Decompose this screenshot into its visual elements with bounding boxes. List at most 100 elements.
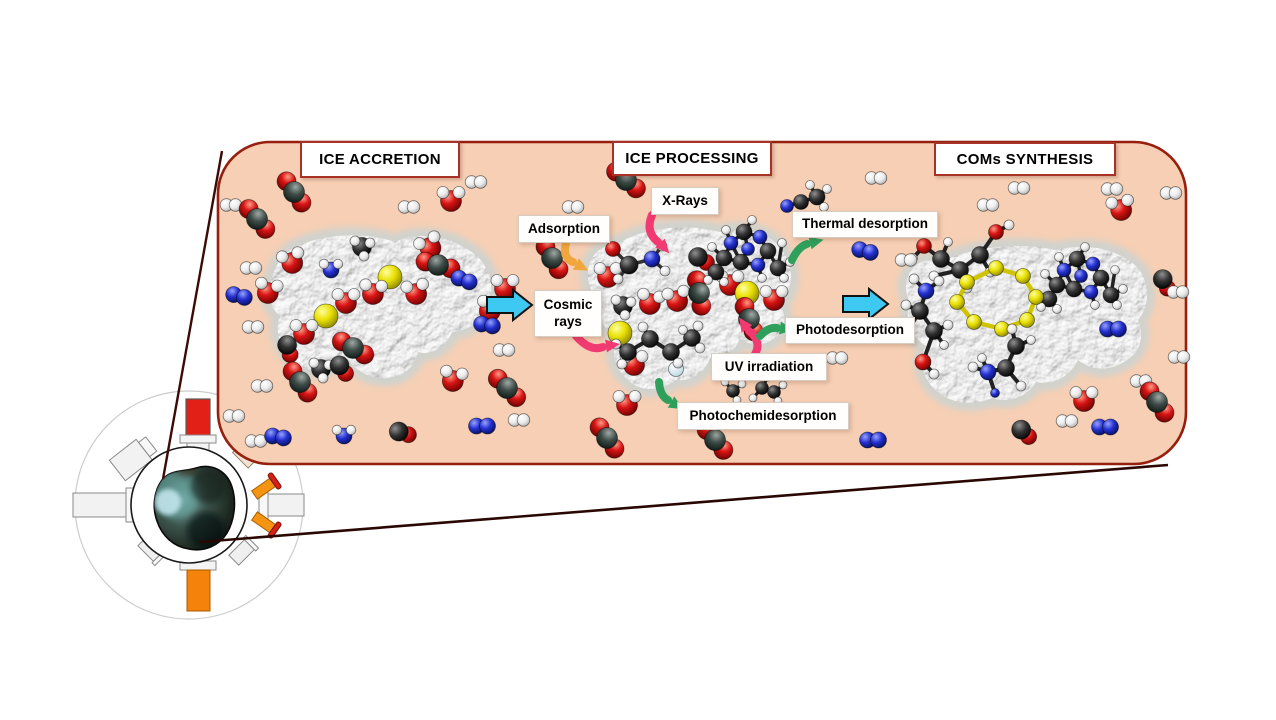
label-cosmic-rays: Cosmic rays (534, 290, 602, 337)
molecule-h2o (1105, 193, 1134, 221)
molecule-n2 (851, 241, 879, 261)
label-photodesorption: Photodesorption (785, 317, 915, 344)
molecule-h2 (222, 409, 246, 423)
molecule-n2 (468, 417, 496, 435)
molecule-h2 (1129, 374, 1153, 388)
molecule-h2 (241, 320, 265, 334)
molecule-h2 (507, 413, 531, 427)
com-molecule-carbon-chain (610, 320, 706, 370)
molecule-h2o (359, 278, 389, 305)
arrow-cosmic-rays (572, 332, 620, 353)
molecule-co2 (686, 270, 712, 316)
com-molecule-n-heterocycle-2 (1036, 242, 1128, 314)
molecule-h2o (436, 186, 466, 212)
molecule-h2 (1167, 350, 1191, 364)
molecule-n2 (1099, 320, 1127, 338)
arrow-processing-to-synthesis (842, 286, 890, 322)
molecule-h2 (1159, 186, 1183, 200)
molecule-h2 (397, 200, 421, 214)
arrow-accretion-to-processing (486, 287, 534, 323)
molecule-co2 (331, 331, 375, 365)
molecule-n2 (1091, 418, 1119, 436)
molecule-n2 (473, 315, 501, 335)
vacuum-chamber-schematic-icon (72, 390, 305, 620)
chamber-port-right (258, 488, 305, 522)
com-molecule-s8-ring (949, 260, 1044, 337)
com-molecule-n-heterocycle-1 (703, 215, 795, 287)
molecule-n2 (264, 427, 292, 447)
molecule-h2o (275, 246, 305, 274)
label-cosmic-rays-text: Cosmic rays (543, 297, 593, 329)
molecule-h2o (255, 276, 284, 304)
label-thermal-desorption: Thermal desorption (792, 211, 938, 238)
molecule-n2 (859, 431, 887, 449)
molecule-h2o (400, 277, 429, 305)
label-x-rays: X-Rays (651, 187, 719, 215)
molecule-h2o (331, 288, 361, 314)
molecule-h2 (250, 379, 274, 393)
molecule-h2 (492, 343, 516, 357)
chamber-nozzle-upper-right (250, 472, 282, 500)
molecule-h2o (440, 364, 469, 392)
zoom-line-upper (161, 150, 224, 480)
molecule-h2o (637, 287, 666, 315)
molecule-co (388, 421, 417, 444)
molecule-nh (318, 258, 344, 279)
molecule-h2 (1100, 182, 1124, 196)
label-x-rays-text: X-Rays (662, 192, 708, 208)
molecule-h2 (1055, 414, 1079, 428)
section-title-ice-processing-text: ICE PROCESSING (625, 150, 759, 167)
arrow-adsorption (560, 239, 589, 271)
molecule-co (277, 335, 299, 364)
chamber-port-bottom-orange (179, 560, 217, 612)
molecule-h2 (864, 171, 888, 185)
molecule-co2 (535, 236, 569, 280)
com-molecule-acetonitrile (780, 180, 832, 213)
chamber-port-left (72, 487, 136, 523)
section-title-coms-synthesis: COMs SYNTHESIS (934, 142, 1116, 176)
molecule-h2o (759, 285, 789, 311)
molecule-co2 (589, 417, 625, 459)
molecule-h2o (1069, 386, 1099, 412)
com-molecule-formamide (605, 240, 671, 285)
molecule-h2o (612, 390, 642, 416)
section-title-ice-accretion-text: ICE ACCRETION (319, 151, 441, 168)
molecule-h2 (825, 351, 849, 365)
molecule-h2 (239, 261, 263, 275)
panel-content (219, 161, 1191, 460)
label-adsorption: Adsorption (518, 215, 610, 243)
arrow-x-rays (645, 211, 670, 254)
molecule-h2o (289, 319, 319, 345)
molecule-co (329, 355, 354, 382)
chamber-port-top-left (108, 436, 158, 482)
molecule-ch4 (610, 294, 637, 321)
molecule-nh (331, 424, 357, 445)
molecule-co (1011, 419, 1038, 445)
label-thermal-desorption-text: Thermal desorption (801, 216, 928, 232)
molecule-h2 (244, 434, 268, 448)
section-title-ice-processing: ICE PROCESSING (612, 141, 772, 176)
label-photochemidesorption: Photochemidesorption (677, 402, 849, 430)
molecule-co2 (282, 361, 318, 403)
arrow-thermal-desorption (788, 236, 824, 264)
chamber-port-top-red (179, 398, 217, 452)
molecule-co2 (487, 368, 527, 408)
molecule-co2 (1139, 381, 1175, 423)
label-photochemidesorption-text: Photochemidesorption (689, 407, 837, 423)
com-molecule-methylamine (967, 323, 1036, 398)
section-title-coms-synthesis-text: COMs SYNTHESIS (956, 150, 1094, 168)
molecule-h2 (561, 200, 585, 214)
molecule-h2 (976, 198, 1000, 212)
molecule-ch4 (349, 235, 376, 262)
molecule-h2 (1007, 181, 1031, 195)
interstellar-dust-grain-icon (153, 465, 236, 551)
molecule-n2 (450, 269, 478, 291)
label-uv-irradiation-text: UV irradiation (724, 358, 814, 374)
molecule-h2o (661, 284, 690, 312)
molecule-co2 (238, 199, 276, 239)
molecule-co2 (276, 171, 312, 213)
molecule-n2 (225, 286, 253, 306)
label-photodesorption-text: Photodesorption (796, 322, 904, 338)
